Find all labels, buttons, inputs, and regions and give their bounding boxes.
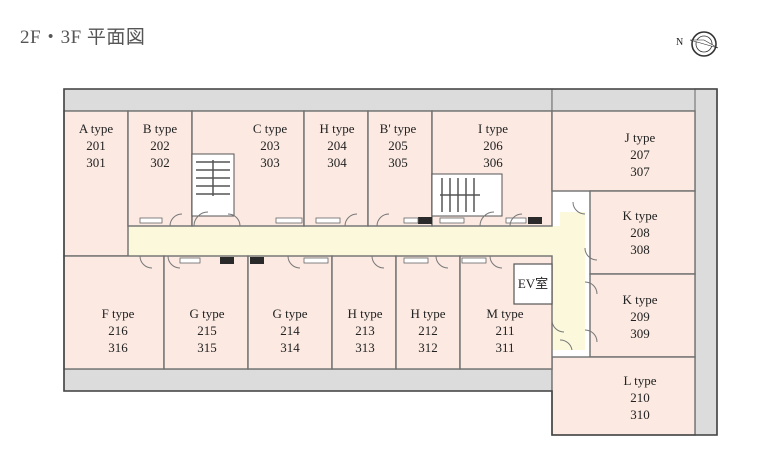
unit-type-label: H type: [410, 306, 445, 321]
unit-type-label: M type: [486, 306, 523, 321]
unit-number-2f: 215: [197, 323, 217, 338]
corridor: [128, 212, 585, 350]
unit-number-2f: 207: [630, 147, 650, 162]
room-213: [331, 255, 397, 370]
unit-type-label: B' type: [380, 121, 417, 136]
unit-number-2f: 205: [388, 138, 408, 153]
unit-type-label: H type: [319, 121, 354, 136]
unit-type-label: B type: [143, 121, 178, 136]
page-title: 2F・3F 平面図: [20, 27, 146, 48]
unit-type-label: K type: [622, 208, 657, 223]
unit-number-2f: 209: [630, 309, 650, 324]
unit-number-2f: 202: [150, 138, 170, 153]
unit-number-2f: 201: [86, 138, 106, 153]
unit-number-3f: 315: [197, 340, 217, 355]
unit-number-2f: 211: [495, 323, 514, 338]
unit-type-label: G type: [272, 306, 307, 321]
outer-wall: [63, 88, 718, 436]
staircase-west: [191, 153, 235, 217]
unit-number-3f: 316: [108, 340, 128, 355]
unit-type-label: C type: [253, 121, 288, 136]
room-214: [247, 255, 333, 370]
corridor-windows: [139, 217, 542, 264]
doors: [139, 201, 598, 351]
room-216: [63, 255, 165, 370]
unit-type-label: I type: [478, 121, 508, 136]
elevator-room: [513, 263, 553, 305]
unit-number-2f: 212: [418, 323, 438, 338]
unit-number-2f: 210: [630, 390, 650, 405]
unit-number-3f: 305: [388, 155, 408, 170]
unit-type-label: L type: [623, 373, 656, 388]
unit-number-2f: 203: [260, 138, 280, 153]
unit-number-3f: 303: [260, 155, 280, 170]
unit-number-3f: 313: [355, 340, 375, 355]
balcony-northeast: [551, 88, 718, 112]
unit-number-3f: 308: [630, 242, 650, 257]
balcony-east: [694, 88, 718, 436]
compass-icon: N: [676, 31, 719, 57]
unit-number-3f: 301: [86, 155, 106, 170]
unit-type-label: G type: [189, 306, 224, 321]
balcony-south: [63, 368, 553, 392]
unit-number-2f: 216: [108, 323, 128, 338]
unit-type-label: F type: [102, 306, 135, 321]
unit-type-label: H type: [347, 306, 382, 321]
room-207: [551, 110, 696, 192]
room-209: [589, 273, 696, 358]
unit-number-3f: 307: [630, 164, 650, 179]
unit-number-2f: 206: [483, 138, 503, 153]
unit-number-3f: 311: [495, 340, 514, 355]
unit-number-3f: 304: [327, 155, 347, 170]
room-210: [551, 356, 696, 436]
staircase-east: [431, 173, 503, 217]
unit-number-3f: 309: [630, 326, 650, 341]
unit-number-2f: 214: [280, 323, 300, 338]
unit-number-2f: 208: [630, 225, 650, 240]
room-212: [395, 255, 461, 370]
room-208: [589, 190, 696, 275]
unit-number-3f: 314: [280, 340, 300, 355]
room-204: [303, 110, 369, 227]
compass-north-label: N: [676, 37, 683, 48]
unit-number-2f: 204: [327, 138, 347, 153]
balcony-north: [63, 88, 553, 112]
unit-number-3f: 310: [630, 407, 650, 422]
unit-number-3f: 302: [150, 155, 170, 170]
unit-number-3f: 306: [483, 155, 503, 170]
unit-type-label: A type: [79, 121, 114, 136]
unit-type-label: K type: [622, 292, 657, 307]
unit-number-3f: 312: [418, 340, 438, 355]
unit-labels: A type 201 301 B type 202 302 C type 203…: [79, 121, 658, 422]
unit-number-2f: 213: [355, 323, 375, 338]
unit-type-label: J type: [625, 130, 656, 145]
elevator-label: EV室: [518, 276, 548, 291]
